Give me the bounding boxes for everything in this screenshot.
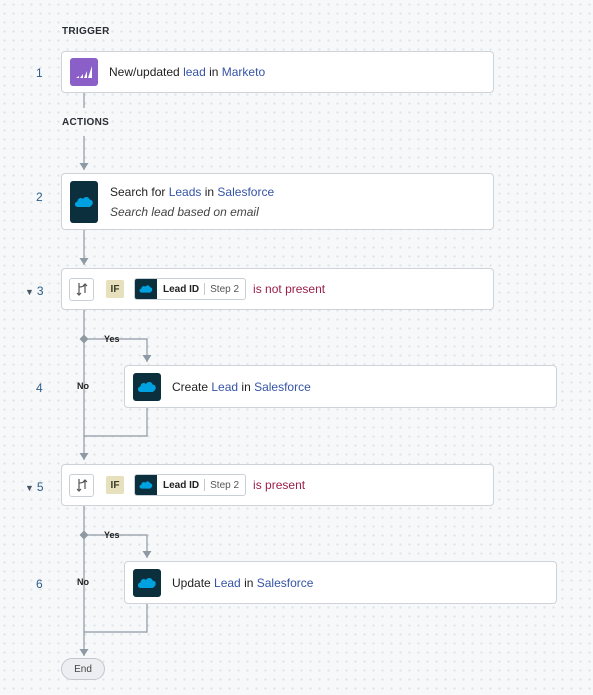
step-number: 4 xyxy=(36,381,43,395)
step-1-title: New/updated lead in Marketo xyxy=(109,65,266,79)
salesforce-icon xyxy=(133,568,161,597)
app-link: Salesforce xyxy=(217,184,275,199)
object-link: Lead xyxy=(214,575,241,590)
datapill-name: Lead ID xyxy=(163,479,200,491)
step-5-if-card[interactable]: IF Lead ID Step 2 is present xyxy=(61,464,494,506)
marketo-icon xyxy=(70,58,98,86)
collapse-caret-icon[interactable]: ▼ xyxy=(25,483,34,493)
salesforce-icon xyxy=(70,180,98,223)
datapill-lead-id[interactable]: Lead ID Step 2 xyxy=(134,474,247,496)
step-3-if-card[interactable]: IF Lead ID Step 2 is not present xyxy=(61,268,494,310)
branch-icon xyxy=(69,473,94,497)
if-tag: IF xyxy=(106,280,124,298)
step-4-action-card[interactable]: Create Lead in Salesforce xyxy=(124,365,557,408)
condition-text: is not present xyxy=(253,282,326,296)
step-6-title: Update Lead in Salesforce xyxy=(172,575,314,590)
collapse-caret-icon[interactable]: ▼ xyxy=(25,287,34,297)
datapill-lead-id[interactable]: Lead ID Step 2 xyxy=(134,278,247,300)
step-5-number[interactable]: ▼5 xyxy=(25,480,44,494)
actions-section-label: ACTIONS xyxy=(62,117,110,128)
step-number: 1 xyxy=(36,66,43,80)
salesforce-icon xyxy=(135,279,157,299)
step-4-title: Create Lead in Salesforce xyxy=(172,379,311,394)
trigger-section-label: TRIGGER xyxy=(62,26,110,37)
step-number: 6 xyxy=(36,577,43,591)
salesforce-icon xyxy=(133,372,161,401)
yes-branch-label: Yes xyxy=(104,530,120,540)
app-link: Marketo xyxy=(221,65,266,79)
app-link: Salesforce xyxy=(256,575,314,590)
step-1-trigger-card[interactable]: New/updated lead in Marketo xyxy=(61,51,494,93)
yes-branch-label: Yes xyxy=(104,334,120,344)
end-node: End xyxy=(61,658,105,680)
datapill-name: Lead ID xyxy=(163,283,200,295)
no-branch-label: No xyxy=(77,577,89,587)
object-link: lead xyxy=(183,65,206,79)
no-branch-label: No xyxy=(77,381,89,391)
step-2-description: Search lead based on email xyxy=(110,204,259,219)
object-link: Leads xyxy=(168,184,202,199)
if-tag: IF xyxy=(106,476,124,494)
step-3-number[interactable]: ▼3 xyxy=(25,284,44,298)
branch-icon xyxy=(69,277,94,301)
datapill-step: Step 2 xyxy=(210,283,240,295)
salesforce-icon xyxy=(135,475,157,495)
step-2-action-card[interactable]: Search for Leads in Salesforce Search le… xyxy=(61,173,494,230)
step-2-title: Search for Leads in Salesforce xyxy=(110,184,275,199)
datapill-step: Step 2 xyxy=(210,479,240,491)
step-number: 2 xyxy=(36,190,43,204)
object-link: Lead xyxy=(211,379,239,394)
condition-text: is present xyxy=(253,478,306,492)
step-6-action-card[interactable]: Update Lead in Salesforce xyxy=(124,561,557,604)
app-link: Salesforce xyxy=(254,379,311,394)
